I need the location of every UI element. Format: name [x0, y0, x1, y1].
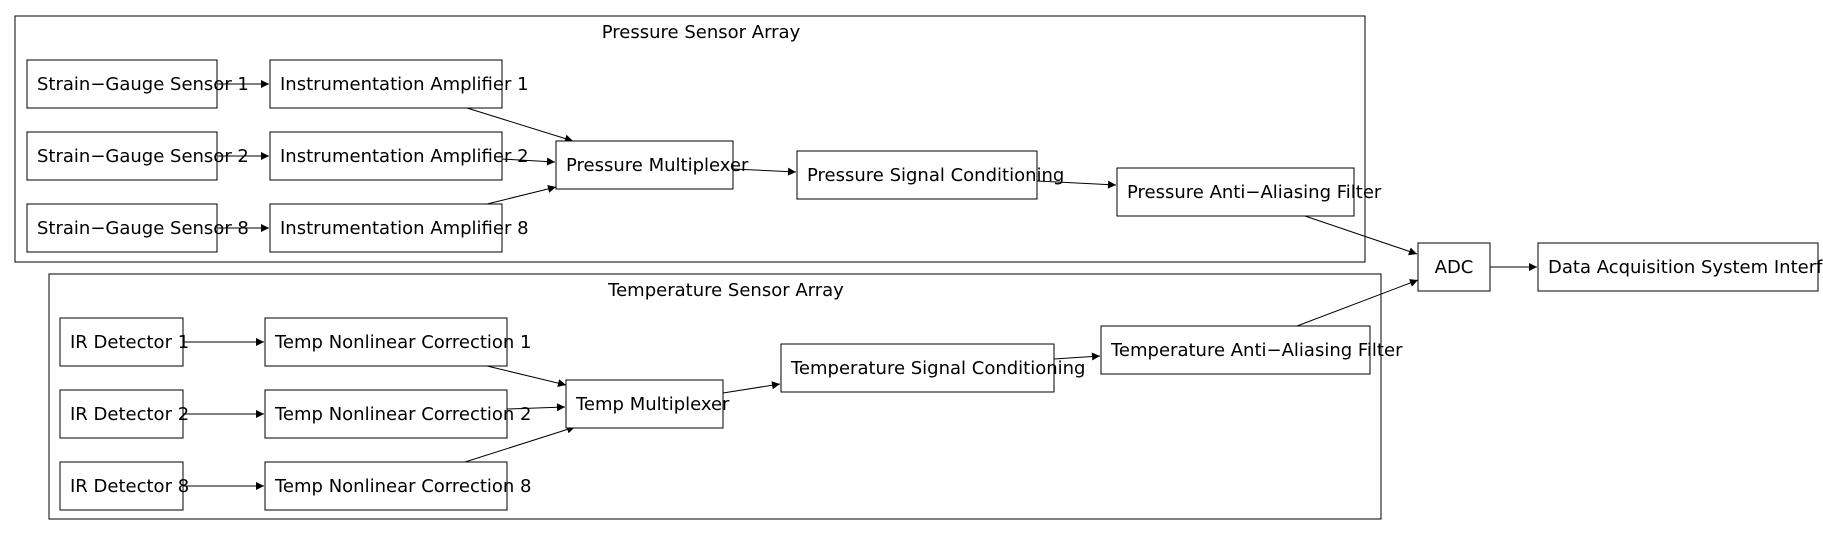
node-strain-gauge-sensor-8: Strain−Gauge Sensor 8 — [26, 203, 249, 253]
node-label: Data Acquisition System Interface — [1548, 257, 1823, 278]
node-label: Temperature Anti−Aliasing Filter — [1110, 340, 1403, 361]
edge-temp-mux-to-temp-cond — [722, 381, 781, 394]
nodes: Strain−Gauge Sensor 1 Strain−Gauge Senso… — [26, 59, 1823, 511]
edge-temp-aa-to-adc — [1296, 279, 1419, 327]
edge-pressure-cond-to-pressure-aa — [1036, 180, 1117, 189]
node-label: Pressure Signal Conditioning — [807, 165, 1064, 186]
cluster-label-pressure: Pressure Sensor Array — [602, 22, 801, 43]
node-label: IR Detector 1 — [70, 332, 189, 353]
node-instrumentation-amplifier-2: Instrumentation Amplifier 2 — [269, 131, 529, 181]
node-ir-detector-8: IR Detector 8 — [59, 461, 189, 511]
node-temp-nonlinear-correction-1: Temp Nonlinear Correction 1 — [264, 317, 532, 367]
node-data-acquisition-system-interface: Data Acquisition System Interface — [1537, 242, 1823, 292]
edge-temp-corr-1-to-temp-mux — [486, 365, 567, 388]
node-label: Pressure Anti−Aliasing Filter — [1127, 182, 1382, 203]
edges — [183, 80, 1537, 490]
edge-inst-amp-1-to-pressure-mux — [466, 107, 574, 143]
node-label: Pressure Multiplexer — [566, 155, 749, 176]
node-label: Temp Nonlinear Correction 1 — [274, 332, 532, 353]
node-temp-multiplexer: Temp Multiplexer — [565, 379, 730, 429]
node-ir-detector-1: IR Detector 1 — [59, 317, 189, 367]
node-instrumentation-amplifier-8: Instrumentation Amplifier 8 — [269, 203, 529, 253]
node-label: Strain−Gauge Sensor 8 — [37, 218, 249, 239]
node-adc: ADC — [1417, 242, 1491, 292]
node-temperature-signal-conditioning: Temperature Signal Conditioning — [780, 343, 1086, 393]
node-label: Instrumentation Amplifier 2 — [280, 146, 529, 167]
node-label: IR Detector 2 — [70, 404, 189, 425]
edge-inst-amp-2-to-pressure-mux — [501, 157, 556, 166]
node-strain-gauge-sensor-2: Strain−Gauge Sensor 2 — [26, 131, 249, 181]
node-label: Strain−Gauge Sensor 2 — [37, 146, 249, 167]
node-ir-detector-2: IR Detector 2 — [59, 389, 189, 439]
edge-temp-corr-8-to-temp-mux — [464, 425, 576, 463]
node-strain-gauge-sensor-1: Strain−Gauge Sensor 1 — [26, 59, 249, 109]
node-pressure-anti-aliasing-filter: Pressure Anti−Aliasing Filter — [1116, 167, 1382, 217]
cluster-pressure-sensor-array: Pressure Sensor Array — [14, 15, 1366, 263]
node-pressure-signal-conditioning: Pressure Signal Conditioning — [796, 150, 1064, 200]
node-label: ADC — [1435, 257, 1474, 278]
node-label: IR Detector 8 — [70, 476, 189, 497]
cluster-temperature-sensor-array: Temperature Sensor Array — [48, 273, 1382, 520]
edge-temp-corr-2-to-temp-mux — [506, 403, 566, 412]
node-temp-nonlinear-correction-8: Temp Nonlinear Correction 8 — [264, 461, 532, 511]
node-label: Temp Nonlinear Correction 2 — [274, 404, 532, 425]
node-label: Strain−Gauge Sensor 1 — [37, 74, 249, 95]
edge-temp-cond-to-temp-aa — [1053, 352, 1101, 361]
node-label: Temp Multiplexer — [575, 394, 730, 415]
node-instrumentation-amplifier-1: Instrumentation Amplifier 1 — [269, 59, 529, 109]
node-label: Temp Nonlinear Correction 8 — [274, 476, 532, 497]
node-temperature-anti-aliasing-filter: Temperature Anti−Aliasing Filter — [1100, 325, 1403, 375]
edge-pressure-aa-to-adc — [1304, 215, 1418, 256]
cluster-label-temperature: Temperature Sensor Array — [607, 280, 844, 301]
node-label: Temperature Signal Conditioning — [790, 358, 1086, 379]
node-temp-nonlinear-correction-2: Temp Nonlinear Correction 2 — [264, 389, 532, 439]
edge-pressure-mux-to-pressure-cond — [732, 167, 797, 176]
edge-inst-amp-8-to-pressure-mux — [486, 185, 557, 205]
node-label: Instrumentation Amplifier 1 — [280, 74, 529, 95]
node-label: Instrumentation Amplifier 8 — [280, 218, 529, 239]
node-pressure-multiplexer: Pressure Multiplexer — [555, 140, 749, 190]
